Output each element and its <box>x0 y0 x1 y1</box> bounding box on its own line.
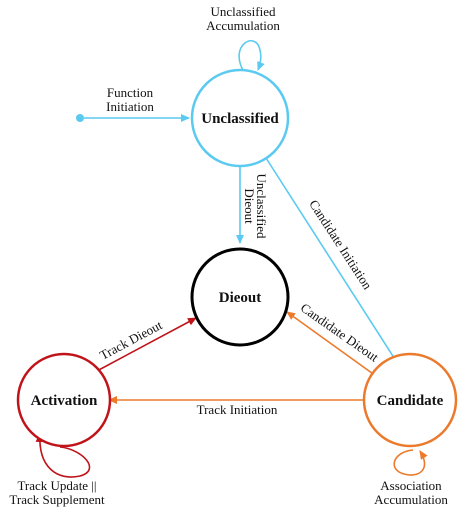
activation-self-loop <box>35 433 91 478</box>
dieout-circle <box>190 247 290 347</box>
unclassified-circle <box>190 68 290 168</box>
edge-unclassified-dieout: Unclassified Dieout <box>236 166 269 244</box>
candidate-dieout-arrow <box>286 311 377 377</box>
activation-label: Activation <box>31 393 98 409</box>
candidate-dieout-label: Candidate Dieout <box>298 300 382 365</box>
unclassified-accumulation-label-2: Accumulation <box>206 18 280 33</box>
unclassified-self-loop <box>238 40 265 73</box>
edge-track-update: Track Update || Track Supplement <box>9 433 105 507</box>
association-accumulation-label-1: Association <box>380 478 442 493</box>
candidate-label: Candidate <box>377 393 444 409</box>
candidate-initiation-label: Candidate Initiation <box>306 197 375 292</box>
edge-function-initiation: Function Initiation <box>76 85 190 122</box>
function-initiation-label-1: Function <box>107 85 154 100</box>
activation-circle <box>16 352 112 448</box>
candidate-self-loop <box>393 449 428 476</box>
dieout-label: Dieout <box>219 290 262 306</box>
candidate-circle <box>362 352 458 448</box>
association-accumulation-label-2: Accumulation <box>374 492 448 507</box>
unclassified-dieout-label-2: Dieout <box>242 188 257 224</box>
edge-track-initiation: Track Initiation <box>108 396 367 417</box>
start-point <box>76 114 84 122</box>
candidate-initiation-arrow <box>265 157 399 365</box>
node-dieout: Dieout <box>190 247 290 347</box>
track-initiation-label: Track Initiation <box>197 402 278 417</box>
track-update-label-2: Track Supplement <box>9 492 105 507</box>
node-activation: Activation <box>16 352 112 448</box>
node-unclassified: Unclassified <box>190 68 290 168</box>
unclassified-accumulation-label-1: Unclassified <box>211 4 276 19</box>
unclassified-dieout-label-1: Unclassified <box>254 174 269 239</box>
edge-association-accumulation: Association Accumulation <box>374 449 448 507</box>
function-initiation-label-2: Initiation <box>106 99 154 114</box>
track-update-label-1: Track Update || <box>17 478 96 493</box>
unclassified-label: Unclassified <box>201 111 279 127</box>
edge-candidate-dieout: Candidate Dieout <box>286 300 382 377</box>
edge-unclassified-accumulation: Unclassified Accumulation <box>206 4 280 73</box>
track-dieout-arrow <box>94 317 197 373</box>
edge-track-dieout: Track Dieout <box>94 317 197 373</box>
node-candidate: Candidate <box>362 352 458 448</box>
